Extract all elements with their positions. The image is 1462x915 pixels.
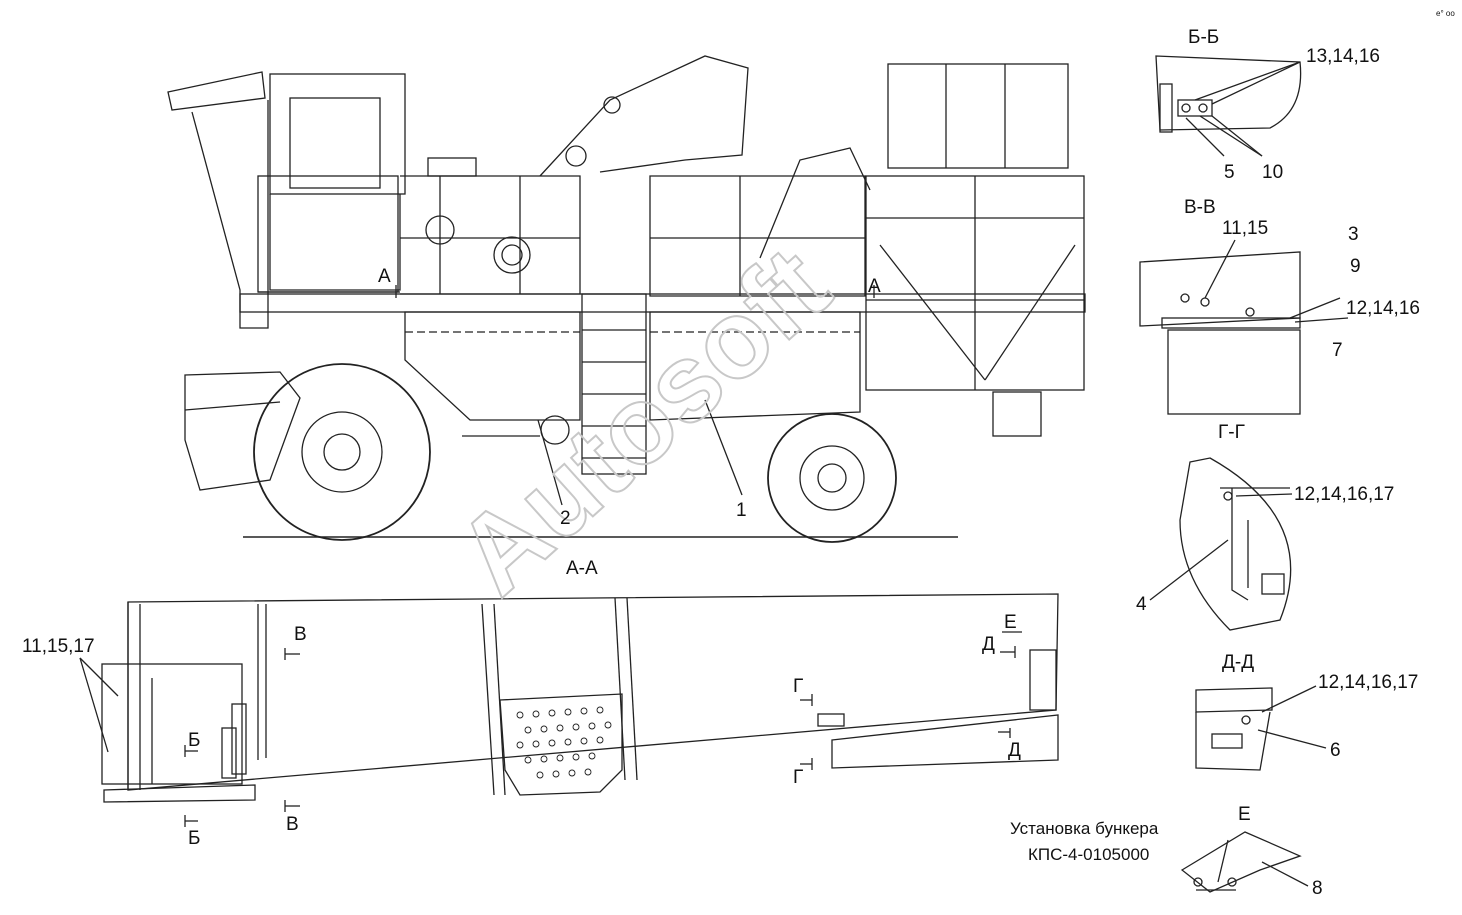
callout-3: 3 — [1348, 224, 1359, 245]
callout-10: 10 — [1262, 162, 1283, 183]
perforated-step-holes — [516, 706, 612, 779]
marker-d-bottom: Д — [1008, 740, 1021, 761]
callout-11-15: 11,15 — [1222, 218, 1268, 239]
caption-line-1: Установка бункера — [1010, 819, 1159, 838]
callout-1: 1 — [736, 500, 747, 521]
detail-g-g — [1149, 457, 1293, 631]
caption-line-2: КПС-4-0105000 — [1028, 845, 1149, 864]
section-title-v-v: В-В — [1184, 197, 1216, 218]
marker-g-top: Г — [793, 676, 803, 697]
corner-mark: e° oo — [1436, 9, 1455, 18]
callout-9: 9 — [1350, 256, 1361, 277]
section-title-e: Е — [1238, 804, 1251, 825]
marker-b-mid: Б — [188, 730, 200, 751]
detail-b-b — [1155, 55, 1302, 157]
section-marker-ticks — [184, 285, 1022, 827]
callout-13-14-16: 13,14,16 — [1306, 46, 1380, 67]
section-title-b-b: Б-Б — [1188, 27, 1219, 48]
marker-d-top: Д — [982, 634, 995, 655]
marker-v-bottom: В — [286, 814, 299, 835]
section-title-d-d: Д-Д — [1222, 652, 1254, 673]
marker-b-bottom: Б — [188, 828, 200, 849]
marker-e-top: Е — [1004, 612, 1017, 633]
watermark-text: Autosoft — [434, 224, 852, 618]
callout-4: 4 — [1136, 594, 1147, 615]
marker-g-bottom: Г — [793, 767, 803, 788]
callout-2: 2 — [560, 508, 571, 529]
callout-8: 8 — [1312, 878, 1323, 899]
callout-12-14-16-17-g: 12,14,16,17 — [1294, 484, 1394, 505]
marker-v-top: В — [294, 624, 307, 645]
callout-7: 7 — [1332, 340, 1343, 361]
marker-a-right: А — [868, 276, 881, 297]
detail-e — [1180, 831, 1309, 893]
detail-v-v — [1139, 239, 1349, 415]
callout-12-14-16-17-d: 12,14,16,17 — [1318, 672, 1418, 693]
callout-12-14-16: 12,14,16 — [1346, 298, 1420, 319]
callout-11-15-17: 11,15,17 — [22, 636, 95, 657]
section-title-g-g: Г-Г — [1218, 422, 1245, 443]
detail-d-d — [1195, 685, 1327, 771]
marker-a-left: А — [378, 266, 391, 287]
section-a-a-view — [79, 593, 1059, 803]
section-title-a-a: А-А — [566, 558, 598, 579]
machine-side-view — [167, 55, 1086, 543]
callout-6: 6 — [1330, 740, 1341, 761]
callout-5: 5 — [1224, 162, 1235, 183]
